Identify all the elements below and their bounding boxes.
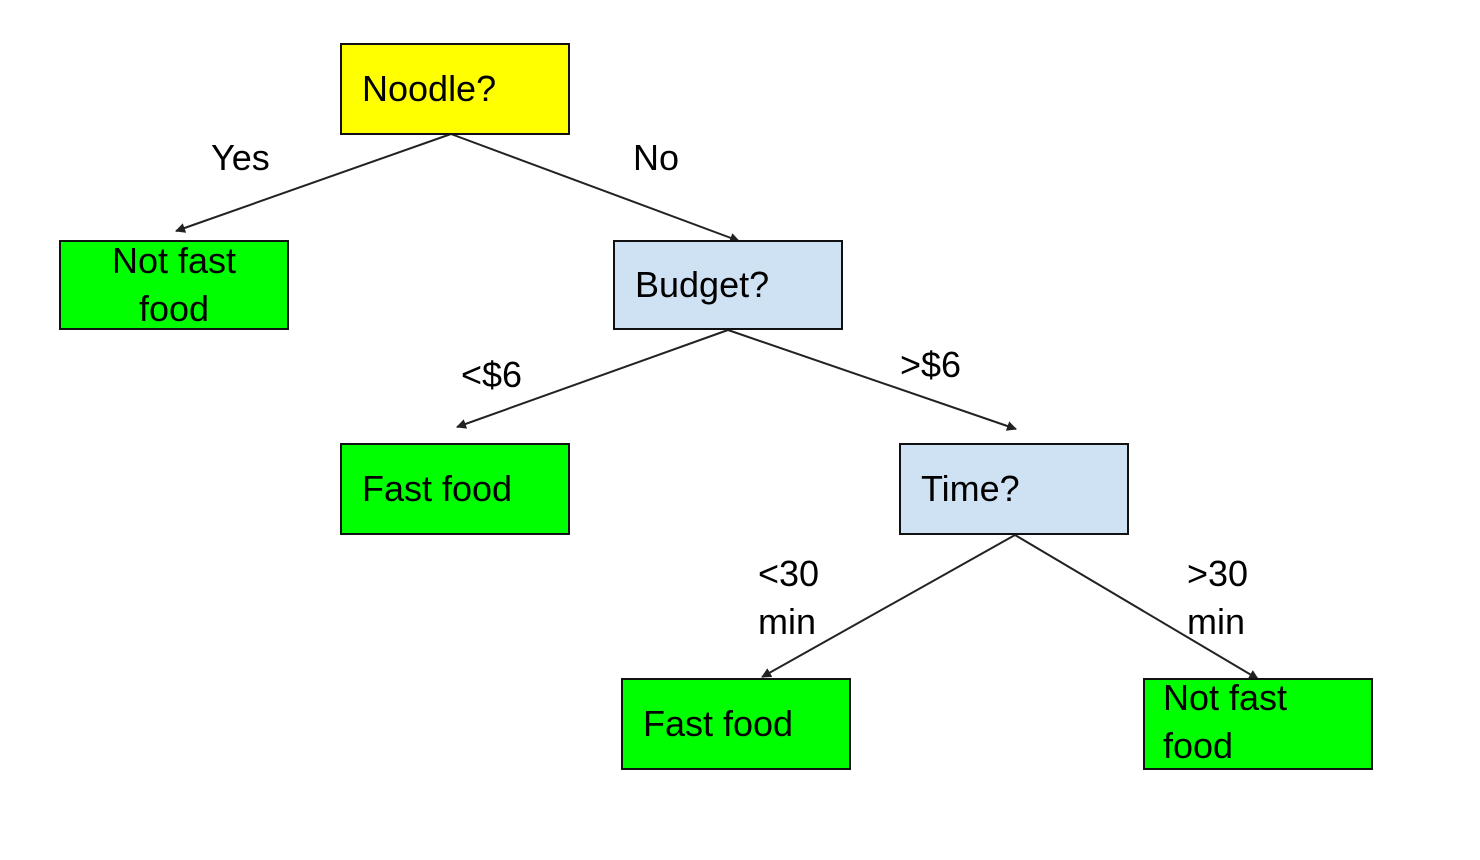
node-leaf-fast-food-2-label: Fast food [643,703,794,744]
edge-budget-low [456,329,729,429]
node-leaf-fast-food-1: Fast food [340,443,570,535]
edge-noodle-no [450,133,740,243]
edge-time-low [761,534,1016,678]
node-leaf-not-fast-food-2: Not fast food [1143,677,1373,770]
node-time: Time? [899,443,1129,535]
edge-time-high [1014,534,1259,680]
node-leaf-fast-food-2: Fast food [621,678,851,770]
edge-label-time-high: >30 min [1187,553,1249,642]
node-time-label: Time? [921,468,1020,509]
node-noodle: Noodle? [340,43,570,135]
node-noodle-label: Noodle? [362,68,497,109]
node-budget-label: Budget? [635,264,770,305]
node-leaf-not-fast-food-1: Not fast food [59,240,289,330]
edge-label-no: No [633,137,680,178]
edge-noodle-yes [175,133,452,233]
edge-label-yes: Yes [211,137,270,178]
edge-budget-high [727,329,1017,431]
edge-label-budget-high: >$6 [900,344,962,385]
node-leaf-fast-food-1-label: Fast food [362,468,513,509]
node-leaf-not-fast-food-1-label: Not fast food [111,240,237,329]
edge-label-budget-low: <$6 [461,354,523,395]
node-leaf-not-fast-food-2-label: Not fast food [1163,677,1288,766]
edge-label-time-low: <30 min [758,553,820,642]
node-budget: Budget? [613,240,843,330]
